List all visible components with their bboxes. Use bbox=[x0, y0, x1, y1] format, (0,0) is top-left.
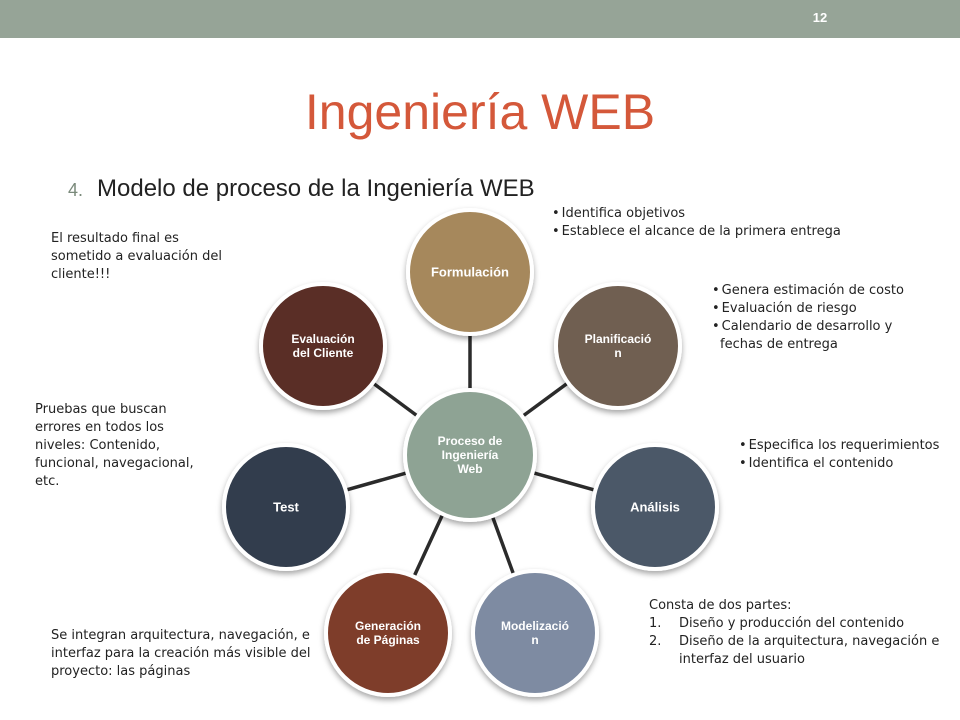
top-bar bbox=[0, 0, 960, 38]
planificacion-note-item: Evaluación de riesgo bbox=[712, 300, 922, 318]
node-formulacion bbox=[406, 208, 534, 336]
item-number: 2. bbox=[649, 634, 662, 649]
node-formulacion-label: Formulación bbox=[431, 265, 509, 280]
center-node-label: Web bbox=[457, 462, 482, 476]
node-planificacion bbox=[554, 282, 682, 410]
slide-title: Ingeniería WEB bbox=[304, 84, 656, 140]
node-analisis bbox=[591, 443, 719, 571]
modelizacion-intro: Consta de dos partes: bbox=[649, 598, 792, 613]
node-evaluacion bbox=[259, 282, 387, 410]
note-test: Pruebas que buscan errores en todos los … bbox=[35, 402, 194, 489]
node-planificacion-label: Planificació bbox=[585, 332, 652, 346]
modelizacion-note-item: 1. Diseño y producción del contenido bbox=[649, 615, 949, 633]
analisis-note-item: Identifica el contenido bbox=[739, 455, 954, 473]
node-evaluacion-label: del Cliente bbox=[293, 346, 354, 360]
planificacion-note-item: Calendario de desarrollo y fechas de ent… bbox=[712, 318, 922, 354]
center-node-label: Ingeniería bbox=[442, 448, 499, 462]
node-generacion-label: Generación bbox=[355, 619, 421, 633]
slide-subtitle: 4. Modelo de proceso de la Ingeniería WEB bbox=[68, 175, 535, 204]
analisis-note-item: Especifica los requerimientos bbox=[739, 437, 954, 455]
modelizacion-note-item: 2. Diseño de la arquitectura, navegación … bbox=[649, 633, 949, 669]
planificacion-note-item: Genera estimación de costo bbox=[712, 282, 922, 300]
node-modelizacion-label: n bbox=[531, 633, 538, 647]
item-text: Diseño de la arquitectura, navegación e … bbox=[679, 634, 940, 667]
node-test bbox=[222, 443, 350, 571]
subtitle-number: 4. bbox=[68, 180, 84, 200]
item-number: 1. bbox=[649, 616, 662, 631]
node-modelizacion-label: Modelizació bbox=[501, 619, 569, 633]
note-modelizacion: Consta de dos partes: 1. Diseño y producc… bbox=[649, 597, 949, 669]
formulacion-note-item: Identifica objetivos bbox=[552, 205, 872, 223]
center-node-label: Proceso de bbox=[438, 434, 503, 448]
center-node bbox=[403, 388, 537, 522]
note-generacion: Se integran arquitectura, navegación, e … bbox=[51, 628, 311, 679]
subtitle-text: Modelo de proceso de la Ingeniería WEB bbox=[97, 175, 535, 202]
node-evaluacion-label: Evaluación bbox=[291, 332, 354, 346]
node-planificacion-label: n bbox=[614, 346, 621, 360]
note-planificacion: Genera estimación de costoEvaluación de … bbox=[712, 282, 922, 354]
node-modelizacion bbox=[471, 569, 599, 697]
item-text: Diseño y producción del contenido bbox=[679, 616, 905, 631]
node-generacion-label: de Páginas bbox=[356, 633, 420, 647]
formulacion-note-item: Establece el alcance de la primera entre… bbox=[552, 223, 872, 241]
node-test-label: Test bbox=[273, 500, 299, 515]
node-generacion bbox=[324, 569, 452, 697]
page-number: 12 bbox=[812, 10, 828, 25]
note-formulacion: Identifica objetivosEstablece el alcance… bbox=[552, 205, 872, 241]
node-analisis-label: Análisis bbox=[630, 500, 680, 515]
note-analisis: Especifica los requerimientosIdentifica … bbox=[739, 437, 954, 473]
note-evaluacion: El resultado final es sometido a evaluac… bbox=[51, 231, 222, 282]
